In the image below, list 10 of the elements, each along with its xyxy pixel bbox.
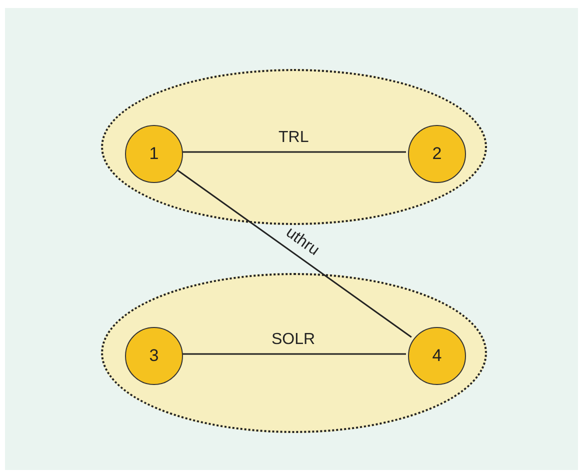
edge-label: SOLR [272, 331, 316, 349]
connector-line [181, 151, 406, 153]
numbered-circle: 2 [408, 125, 466, 183]
numbered-circle: 1 [125, 125, 183, 183]
edge-label: uthru [282, 224, 322, 260]
connector-line [181, 353, 406, 355]
connector-line [175, 168, 412, 338]
edge-label: TRL [278, 129, 309, 147]
numbered-circle: 3 [125, 327, 183, 385]
numbered-circle: 4 [408, 327, 466, 385]
